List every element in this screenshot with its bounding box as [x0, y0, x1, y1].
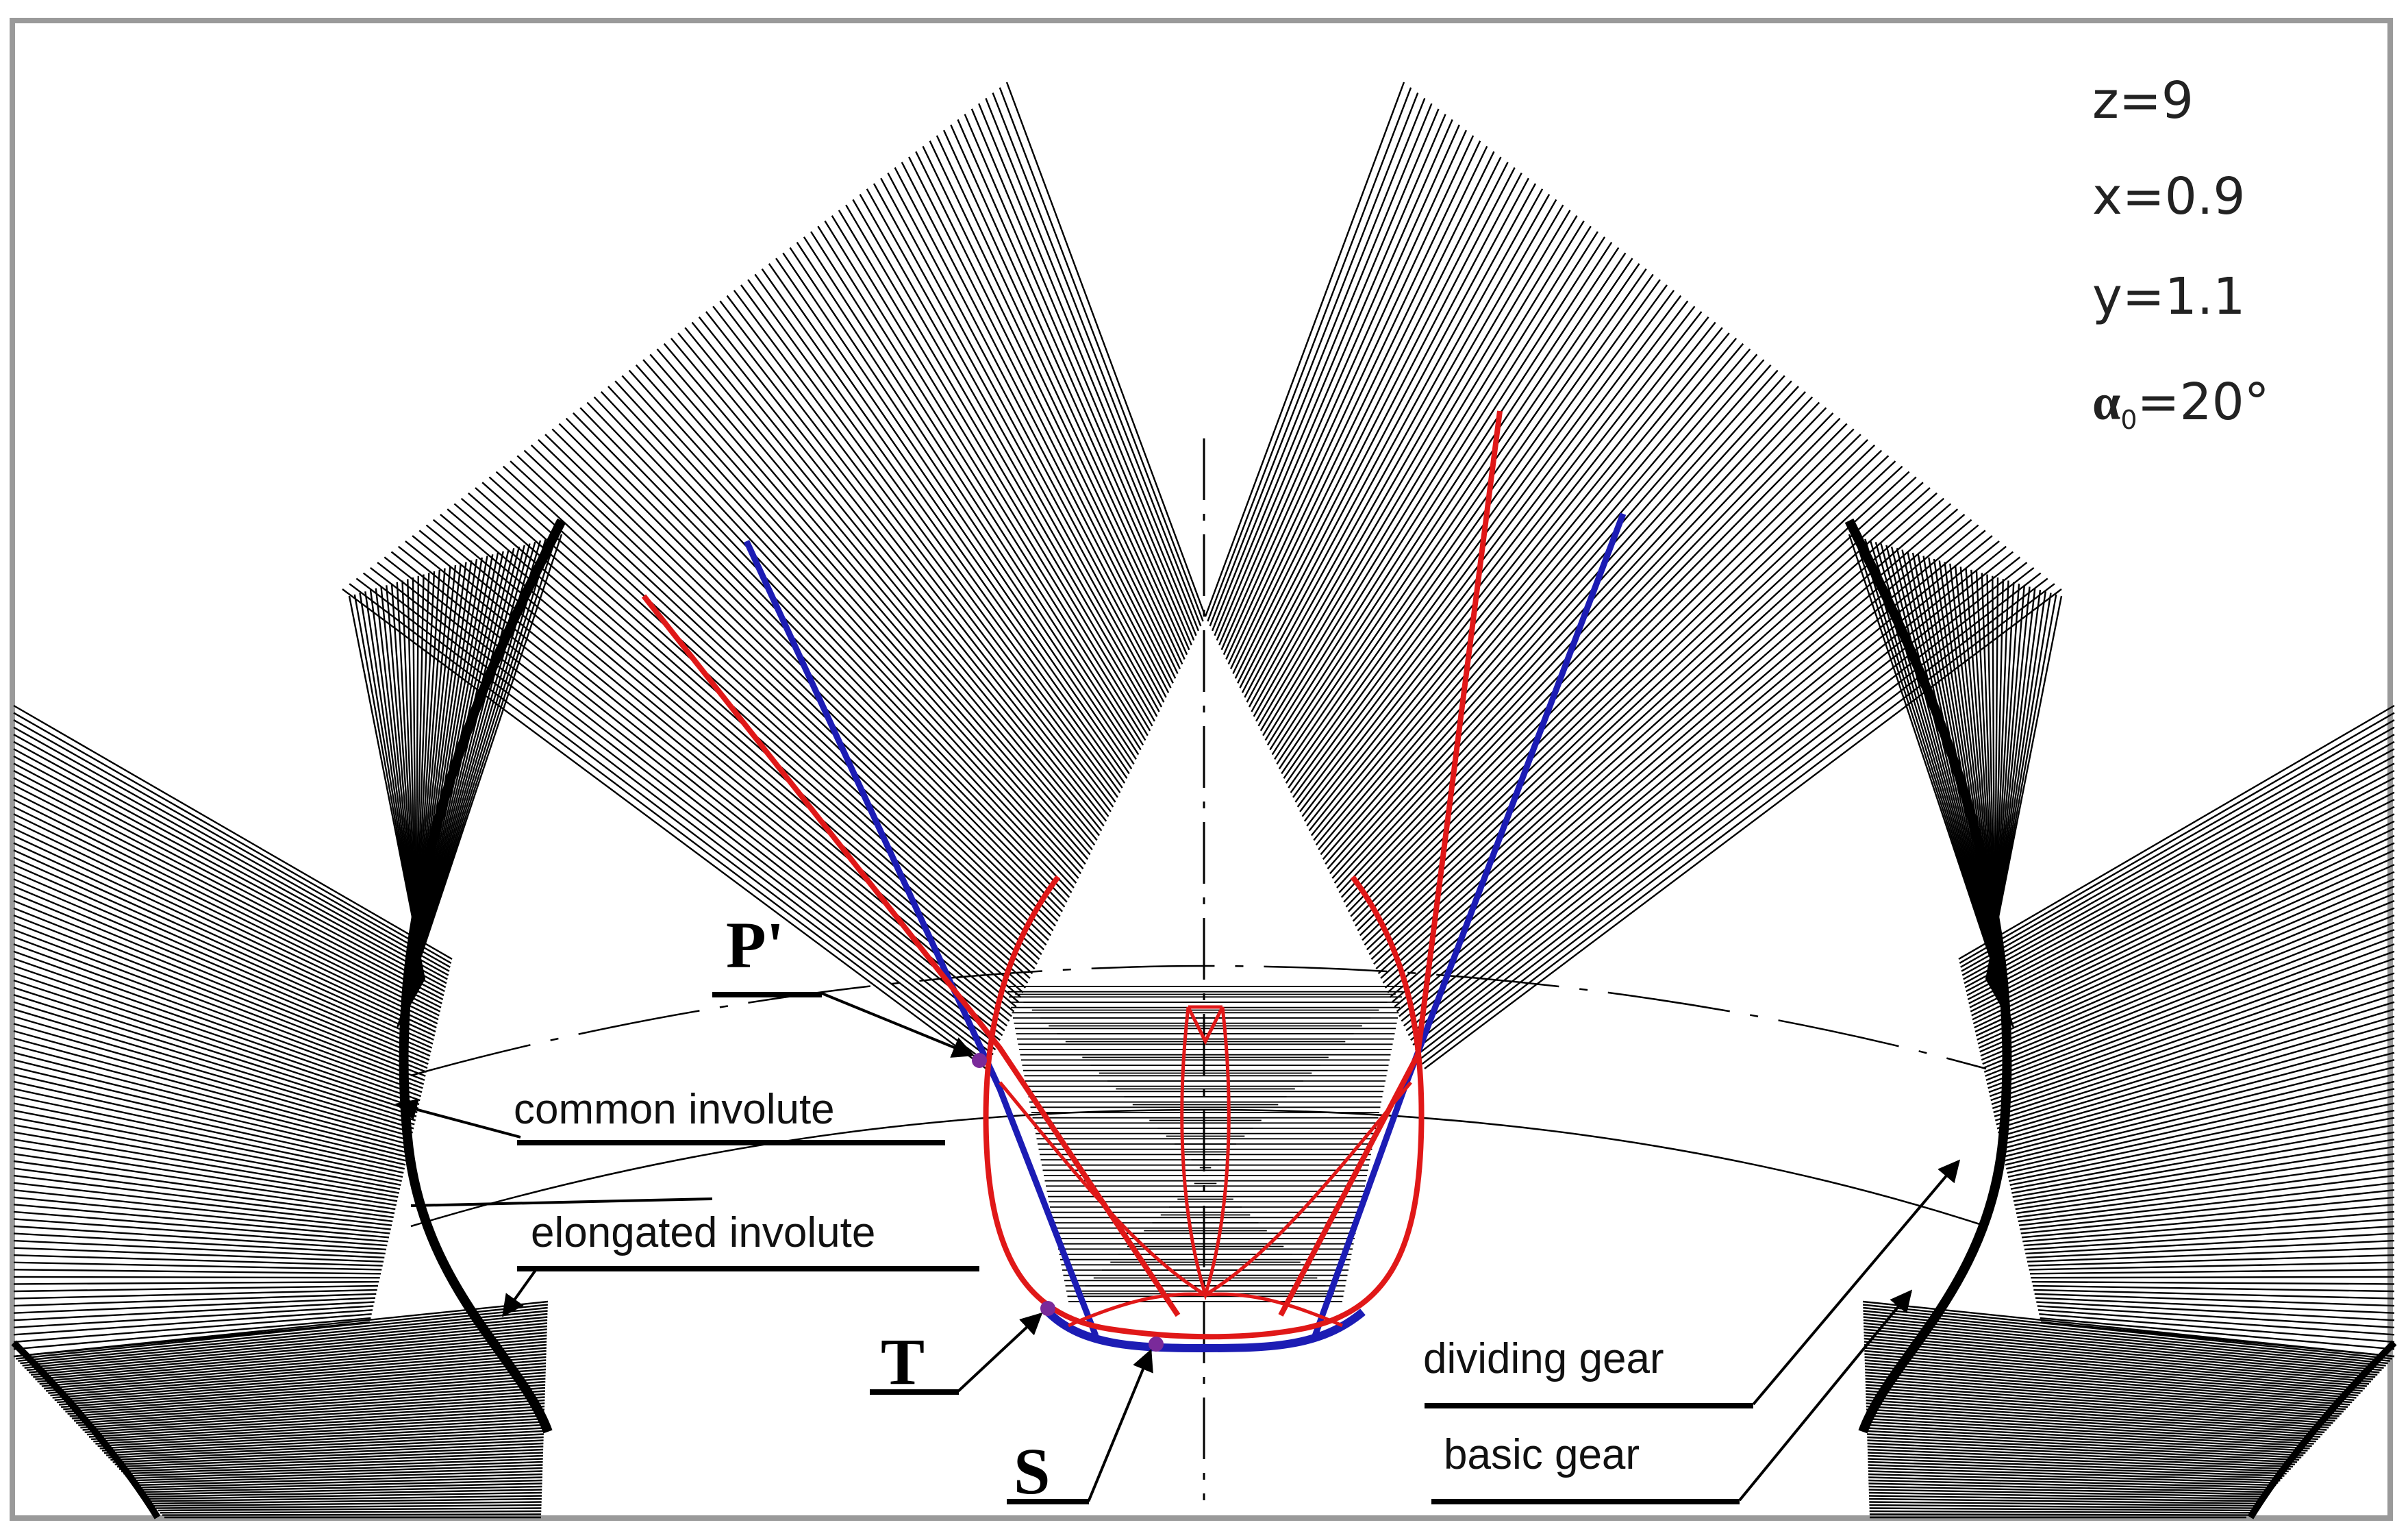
red-involute-left: [641, 594, 1181, 1317]
red-tooth-space-outline: [983, 875, 1425, 1340]
param-x: x=0.9: [2092, 167, 2245, 226]
elongated-involute-leader: [502, 1266, 539, 1317]
blue-root-segment: [1044, 1308, 1366, 1353]
rack-envelope-left: [13, 534, 563, 1358]
basic-gear-leader: [1738, 1289, 1913, 1502]
alpha-value: =20°: [2137, 373, 2270, 432]
param-y: y=1.1: [2092, 267, 2245, 326]
basic-gear-label: basic gear: [1444, 1431, 1640, 1478]
point-s-marker: [1149, 1337, 1164, 1352]
point-t-label: T: [881, 1325, 925, 1398]
elongated-involute-label: elongated involute: [531, 1209, 875, 1256]
right-tooth-flank-edge: [1844, 518, 2012, 1434]
point-s-label: S: [1014, 1435, 1050, 1508]
red-cross-curves: [999, 1081, 1412, 1328]
right-edge-envelope: [2247, 1340, 2397, 1519]
point-p-prime-marker: [972, 1053, 987, 1068]
common-involute-connector: [410, 1197, 713, 1207]
rack-envelope-center-right: [1204, 82, 2062, 1069]
dividing-gear-label: dividing gear: [1423, 1335, 1664, 1382]
left-tooth-flank-edge: [399, 518, 566, 1434]
blue-involute-left: [743, 540, 1099, 1337]
label-underlines: [517, 992, 1753, 1504]
dividing-gear-leader: [1752, 1159, 1961, 1406]
rack-envelope-center-left: [342, 82, 1207, 1069]
red-inner-loop: [1180, 1006, 1231, 1301]
alpha-subscript: 0: [2120, 405, 2137, 435]
red-inner-top: [1186, 1005, 1225, 1045]
common-involute-label: common involute: [514, 1086, 835, 1133]
common-involute-leader: [394, 1098, 521, 1139]
point-t-marker: [1040, 1301, 1055, 1316]
param-alpha: α0=20°: [2092, 373, 2270, 435]
left-edge-envelope: [11, 1340, 161, 1519]
rack-envelope-bottom-right: [1862, 1300, 2395, 1519]
dividing-circle-arc: [410, 965, 1987, 1077]
rack-envelope-right: [1848, 534, 2395, 1358]
basic-circle-arc: [410, 1108, 1987, 1228]
rack-envelope-bottom-left: [13, 1300, 549, 1519]
param-z: z=9: [2092, 71, 2194, 130]
alpha-symbol: α: [2092, 375, 2120, 431]
point-p-prime-label: P': [726, 908, 784, 982]
